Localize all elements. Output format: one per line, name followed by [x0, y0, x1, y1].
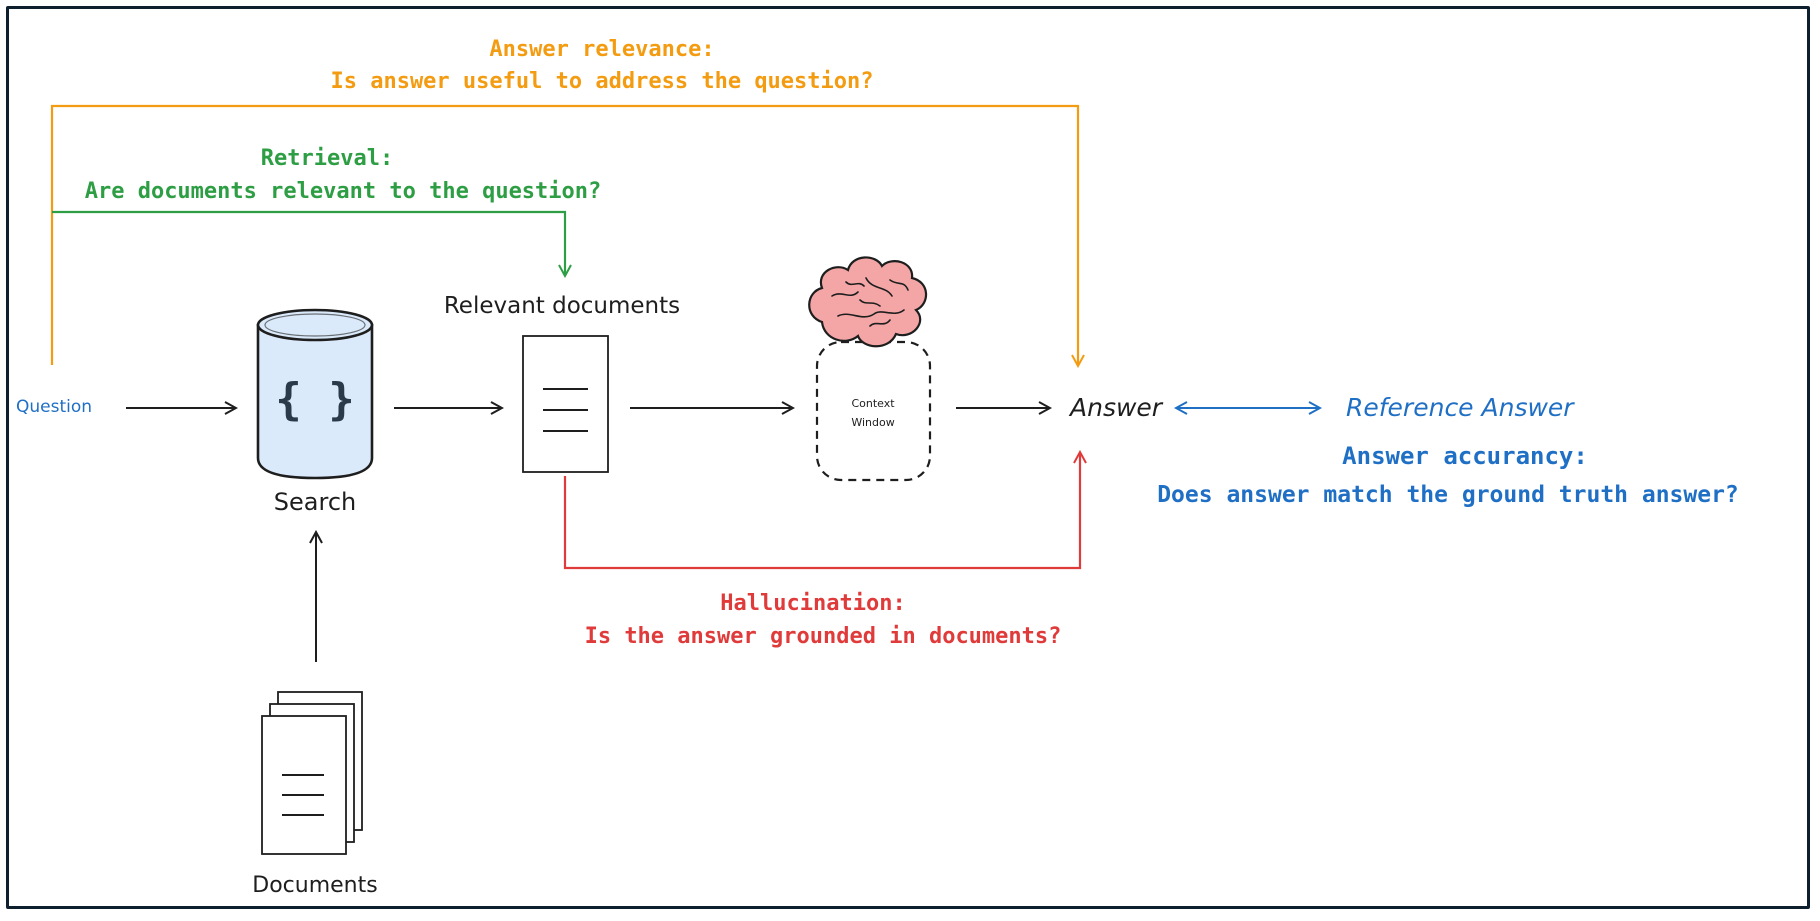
reference-answer-label: Reference Answer: [1346, 393, 1575, 422]
answer-relevance-title: Answer relevance:: [489, 37, 714, 62]
context-window-label-line2: Window: [851, 416, 894, 429]
documents-label: Documents: [252, 873, 377, 898]
database-icon: [256, 308, 374, 480]
document-icon: [522, 335, 609, 473]
answer-relevance-question: Is answer useful to address the question…: [330, 69, 873, 94]
context-window-box: [815, 340, 932, 482]
relevant-documents-label: Relevant documents: [444, 293, 680, 319]
answer-label: Answer: [1068, 393, 1164, 422]
search-label: Search: [274, 488, 356, 516]
hallucination-arrow: [563, 452, 1080, 570]
answer-relevance-arrow: [50, 104, 1078, 366]
retrieval-arrow: [52, 210, 565, 276]
hallucination-title: Hallucination:: [720, 591, 905, 616]
retrieval-question: Are documents relevant to the question?: [85, 179, 602, 204]
context-window-label-line1: Context: [851, 397, 895, 410]
document-stack-icon: [261, 691, 363, 855]
question-label: Question: [16, 397, 92, 417]
diagram-frame: [6, 6, 1810, 909]
answer-accuracy-question: Does answer match the ground truth answe…: [1157, 482, 1739, 508]
brain-icon: [808, 256, 928, 348]
answer-accuracy-title: Answer accurancy:: [1342, 442, 1588, 470]
search-glyph: { }: [275, 374, 354, 425]
hallucination-question: Is the answer grounded in documents?: [585, 624, 1062, 649]
retrieval-title: Retrieval:: [261, 146, 393, 171]
